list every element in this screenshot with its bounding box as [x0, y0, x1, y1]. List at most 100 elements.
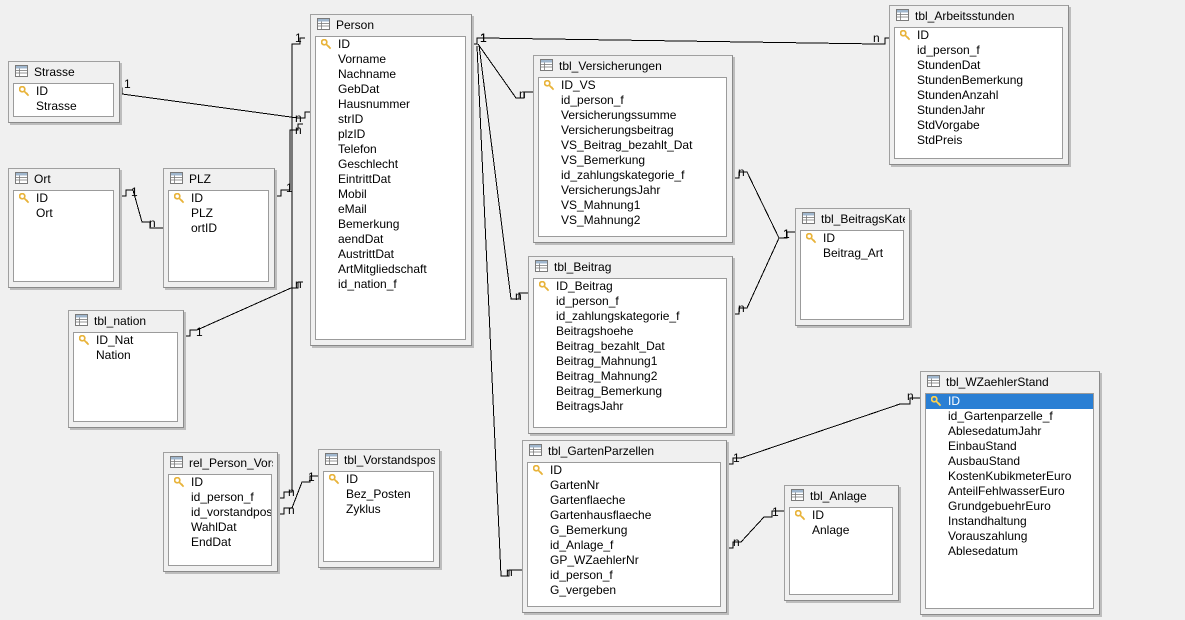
field-row[interactable]: Beitrag_bezahlt_Dat — [534, 339, 726, 354]
field-row[interactable]: ID — [895, 28, 1062, 43]
relationship-line-rel-strasse-person[interactable] — [120, 87, 310, 119]
field-row[interactable]: VS_Bemerkung — [539, 153, 726, 168]
field-row[interactable]: Vorname — [316, 52, 465, 67]
table-header-tbl_wzaehlerstand[interactable]: tbl_WZaehlerStand — [921, 372, 1099, 393]
table-header-plz[interactable]: PLZ — [164, 169, 274, 190]
field-row[interactable]: id_person_f — [528, 568, 720, 583]
field-row[interactable]: ID — [169, 191, 268, 206]
table-header-ort[interactable]: Ort — [9, 169, 119, 190]
table-box-tbl_beitragskateg[interactable]: tbl_BeitragsKategIDBeitrag_Art — [795, 208, 910, 326]
field-row[interactable]: Bemerkung — [316, 217, 465, 232]
field-row[interactable]: Geschlecht — [316, 157, 465, 172]
field-row[interactable]: ID — [169, 475, 271, 490]
field-row[interactable]: ID_Beitrag — [534, 279, 726, 294]
field-row[interactable]: ortID — [169, 221, 268, 236]
field-row[interactable]: BeitragsJahr — [534, 399, 726, 414]
field-row[interactable]: ID — [528, 463, 720, 478]
field-row[interactable]: id_Gartenparzelle_f — [926, 409, 1093, 424]
field-row[interactable]: ID — [316, 37, 465, 52]
field-row[interactable]: Gartenflaeche — [528, 493, 720, 508]
table-header-rel_person_vorsta[interactable]: rel_Person_Vorsta — [164, 453, 277, 474]
field-row[interactable]: ID_Nat — [74, 333, 177, 348]
field-row[interactable]: Beitrag_Art — [801, 246, 903, 261]
field-row[interactable]: Hausnummer — [316, 97, 465, 112]
field-row[interactable]: strID — [316, 112, 465, 127]
field-row[interactable]: WahlDat — [169, 520, 271, 535]
field-row[interactable]: Versicherungssumme — [539, 108, 726, 123]
field-row[interactable]: GartenNr — [528, 478, 720, 493]
table-header-tbl_vorstandspos[interactable]: tbl_Vorstandspos — [319, 450, 439, 471]
table-header-strasse[interactable]: Strasse — [9, 62, 119, 83]
field-row[interactable]: GP_WZaehlerNr — [528, 553, 720, 568]
field-row[interactable]: AusbauStand — [926, 454, 1093, 469]
field-row[interactable]: Beitrag_Mahnung1 — [534, 354, 726, 369]
table-header-tbl_versicherungen[interactable]: tbl_Versicherungen — [534, 56, 732, 77]
field-row[interactable]: Ort — [14, 206, 113, 221]
field-row[interactable]: Instandhaltung — [926, 514, 1093, 529]
table-header-tbl_beitragskateg[interactable]: tbl_BeitragsKateg — [796, 209, 909, 230]
field-row[interactable]: ID — [14, 191, 113, 206]
field-row[interactable]: Beitragshoehe — [534, 324, 726, 339]
field-row[interactable]: AustrittDat — [316, 247, 465, 262]
field-row[interactable]: EintrittDat — [316, 172, 465, 187]
field-row[interactable]: StundenBemerkung — [895, 73, 1062, 88]
table-header-tbl_beitrag[interactable]: tbl_Beitrag — [529, 257, 732, 278]
field-row[interactable]: Versicherungsbeitrag — [539, 123, 726, 138]
table-header-tbl_anlage[interactable]: tbl_Anlage — [785, 486, 898, 507]
field-row[interactable]: Gartenhausflaeche — [528, 508, 720, 523]
field-row[interactable]: StundenDat — [895, 58, 1062, 73]
field-row[interactable]: EndDat — [169, 535, 271, 550]
table-header-person[interactable]: Person — [311, 15, 471, 36]
field-row[interactable]: id_Anlage_f — [528, 538, 720, 553]
field-row[interactable]: EinbauStand — [926, 439, 1093, 454]
field-row[interactable]: id_person_f — [534, 294, 726, 309]
relationship-line-rel-person-beitrag[interactable] — [478, 44, 528, 300]
relationship-line-rel-ort-plz[interactable] — [120, 189, 163, 229]
field-row[interactable]: id_zahlungskategorie_f — [539, 168, 726, 183]
field-row[interactable]: ArtMitgliedschaft — [316, 262, 465, 277]
relationship-line-rel-person-gartenparzellen[interactable] — [476, 45, 522, 577]
field-row[interactable]: id_nation_f — [316, 277, 465, 292]
field-row[interactable]: Nation — [74, 348, 177, 363]
field-row[interactable]: KostenKubikmeterEuro — [926, 469, 1093, 484]
field-row[interactable]: ID — [324, 472, 433, 487]
field-row[interactable]: plzID — [316, 127, 465, 142]
field-row[interactable]: id_person_f — [895, 43, 1062, 58]
field-row[interactable]: ID — [801, 231, 903, 246]
relationship-line-rel-gartenparzellen-wzaehler[interactable] — [727, 397, 920, 465]
table-header-tbl_arbeitsstunden[interactable]: tbl_Arbeitsstunden — [890, 6, 1068, 27]
field-row[interactable]: Anlage — [790, 523, 892, 538]
field-row[interactable]: ID — [790, 508, 892, 523]
field-row[interactable]: StundenJahr — [895, 103, 1062, 118]
field-row[interactable]: G_vergeben — [528, 583, 720, 598]
field-row[interactable]: id_vorstandposte — [169, 505, 271, 520]
field-row[interactable]: id_person_f — [169, 490, 271, 505]
field-row[interactable]: ID — [14, 84, 113, 99]
field-row[interactable]: ID — [926, 394, 1093, 409]
relationship-line-rel-person-arbeitsstunden[interactable] — [472, 37, 889, 45]
field-row[interactable]: Vorauszahlung — [926, 529, 1093, 544]
field-row[interactable]: VersicherungsJahr — [539, 183, 726, 198]
field-row[interactable]: AnteilFehlwasserEuro — [926, 484, 1093, 499]
